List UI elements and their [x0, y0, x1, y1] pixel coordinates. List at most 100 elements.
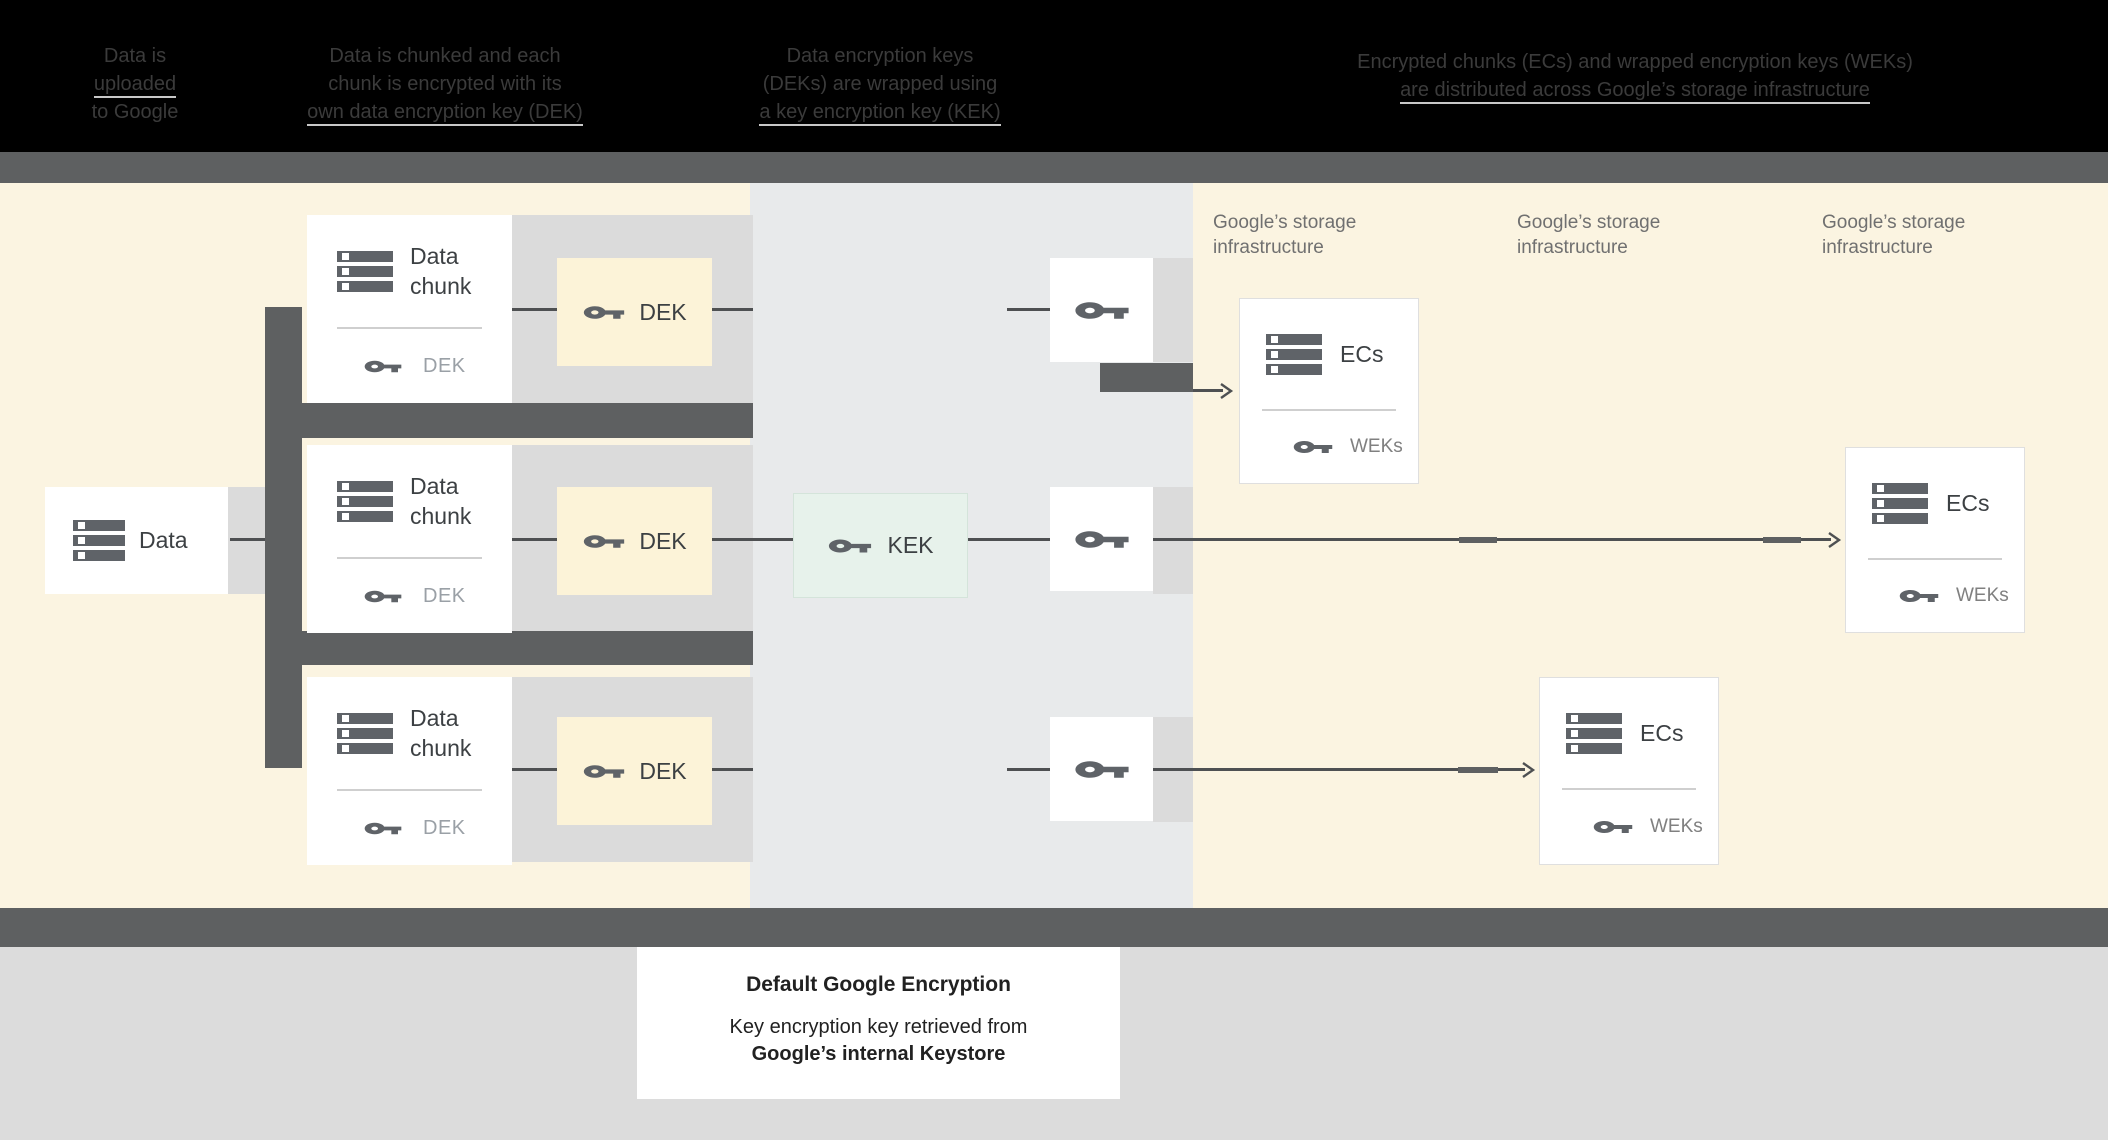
arrow2-head	[1826, 530, 1842, 555]
arrowhead-icon	[1220, 383, 1234, 399]
key-icon	[829, 539, 872, 552]
header-step-2-line: Data is chunked and each	[329, 45, 561, 67]
key-icon	[1899, 590, 1939, 602]
dek-box-label: DEK	[639, 298, 687, 325]
header-step-4-line: Encrypted chunks (ECs) and wrapped encry…	[1357, 51, 1913, 73]
header-step-2: Data is chunked and each chunk is encryp…	[270, 42, 620, 126]
header-step-2-line: chunk is encrypted with its	[328, 73, 562, 95]
header-step-1-line: uploaded	[40, 70, 230, 98]
branch-bar-1	[265, 403, 753, 438]
dek-box-3: DEK	[557, 717, 712, 825]
data-stack-icon	[1266, 333, 1322, 375]
data-chunk-box-3: Data chunk DEK	[307, 677, 512, 865]
header-step-2-line: own data encryption key (DEK)	[270, 98, 620, 126]
key-icon	[1293, 441, 1333, 453]
connector-kek-wrap2	[968, 538, 1050, 541]
key-icon	[584, 305, 625, 319]
ecs-weks-label: WEKs	[1650, 816, 1703, 837]
connector-dek2-kek	[712, 538, 793, 541]
caption-body-line-2: Google’s internal Keystore	[751, 1043, 1006, 1065]
connector-data-trunk	[230, 538, 265, 541]
divider	[1562, 788, 1696, 790]
connector-dek1-zone	[712, 308, 753, 311]
dek-box-label: DEK	[639, 527, 687, 554]
ecs-weks-label: WEKs	[1350, 436, 1403, 457]
chunk-dek-label: DEK	[423, 816, 466, 839]
connector-chunk2-dek2	[512, 538, 557, 541]
arrowhead-icon	[1828, 532, 1842, 548]
ecs-box-2: ECs WEKs	[1845, 447, 2025, 633]
header-step-1: Data is uploaded to Google	[40, 42, 230, 126]
connector-zone-wrap1	[1007, 308, 1050, 311]
dek-box-label: DEK	[639, 757, 687, 784]
divider	[337, 327, 482, 329]
arrow1-shaft	[1100, 363, 1193, 392]
arrow3-line	[1153, 768, 1525, 771]
key-icon	[584, 534, 625, 548]
header-step-3: Data encryption keys (DEKs) are wrapped …	[725, 42, 1035, 126]
ecs-title: ECs	[1340, 340, 1384, 367]
ecs-box-3: ECs WEKs	[1539, 677, 1719, 865]
top-divider-bar	[0, 152, 2108, 183]
divider	[1868, 558, 2002, 560]
arrow3-head	[1520, 760, 1536, 785]
divider	[337, 789, 482, 791]
dek-box-1: DEK	[557, 258, 712, 366]
data-box: Data	[45, 487, 228, 594]
diagram-canvas: Data Data chunk DEK Data chunk	[0, 183, 2108, 908]
data-chunk-box-2: Data chunk DEK	[307, 445, 512, 633]
arrow2-dash	[1459, 537, 1497, 543]
data-box-label: Data	[139, 527, 188, 553]
kek-box-label: KEK	[887, 532, 934, 558]
header-step-4-line: are distributed across Google’s storage …	[1270, 76, 2000, 104]
storage-infrastructure-label-2: Google’s storage infrastructure	[1517, 212, 1661, 258]
arrowhead-icon	[1522, 762, 1536, 778]
data-chunk-title: Data chunk	[410, 243, 472, 299]
connector-zone-wrap3	[1007, 768, 1050, 771]
header-step-4: Encrypted chunks (ECs) and wrapped encry…	[1270, 48, 2000, 104]
arrow1-line	[1193, 389, 1223, 392]
wrap-key-box-2	[1050, 487, 1153, 591]
ecs-weks-label: WEKs	[1956, 585, 2009, 606]
ecs-box-1: ECs WEKs	[1239, 298, 1419, 484]
caption-body-line-1: Key encryption key retrieved from	[729, 1016, 1028, 1038]
data-chunk-box-1: Data chunk DEK	[307, 215, 512, 403]
ecs-title: ECs	[1946, 489, 1990, 516]
chunk-dek-label: DEK	[423, 584, 466, 607]
connector-chunk1-dek1	[512, 308, 557, 311]
header-step-3-line: Data encryption keys	[786, 45, 974, 67]
data-stack-icon	[337, 250, 393, 292]
key-icon	[1074, 301, 1129, 319]
data-stack-icon	[337, 712, 393, 754]
data-chunk-title: Data chunk	[410, 705, 472, 761]
ecs-title: ECs	[1640, 719, 1684, 746]
header-step-1-line: to Google	[91, 101, 179, 123]
header-step-1-line: Data is	[103, 45, 167, 67]
data-stack-icon	[73, 520, 125, 561]
dek-box-2: DEK	[557, 487, 712, 595]
wrap-key-box-3	[1050, 717, 1153, 821]
wrap1-band	[1153, 258, 1193, 362]
data-stack-icon	[1566, 712, 1622, 754]
key-icon	[364, 590, 402, 602]
bottom-divider-bar	[0, 908, 2108, 947]
key-icon	[1074, 530, 1129, 548]
storage-infrastructure-label-1: Google’s storage infrastructure	[1213, 212, 1357, 258]
key-icon	[364, 360, 402, 372]
key-icon	[1593, 821, 1633, 833]
storage-infrastructure-label-3: Google’s storage infrastructure	[1822, 212, 1966, 258]
split-trunk	[265, 307, 302, 768]
arrow3-dash	[1458, 767, 1498, 773]
connector-chunk3-dek3	[512, 768, 557, 771]
kek-box: KEK	[793, 493, 968, 598]
caption-box: Default Google Encryption Key encryption…	[637, 947, 1120, 1099]
key-icon	[584, 764, 625, 778]
chunk-dek-label: DEK	[423, 354, 466, 377]
connector-dek3-zone	[712, 768, 753, 771]
divider	[1262, 409, 1396, 411]
header-step-3-line: a key encryption key (KEK)	[725, 98, 1035, 126]
arrow2-dash	[1763, 537, 1801, 543]
header-step-3-line: (DEKs) are wrapped using	[762, 73, 998, 95]
branch-bar-2	[265, 631, 753, 665]
